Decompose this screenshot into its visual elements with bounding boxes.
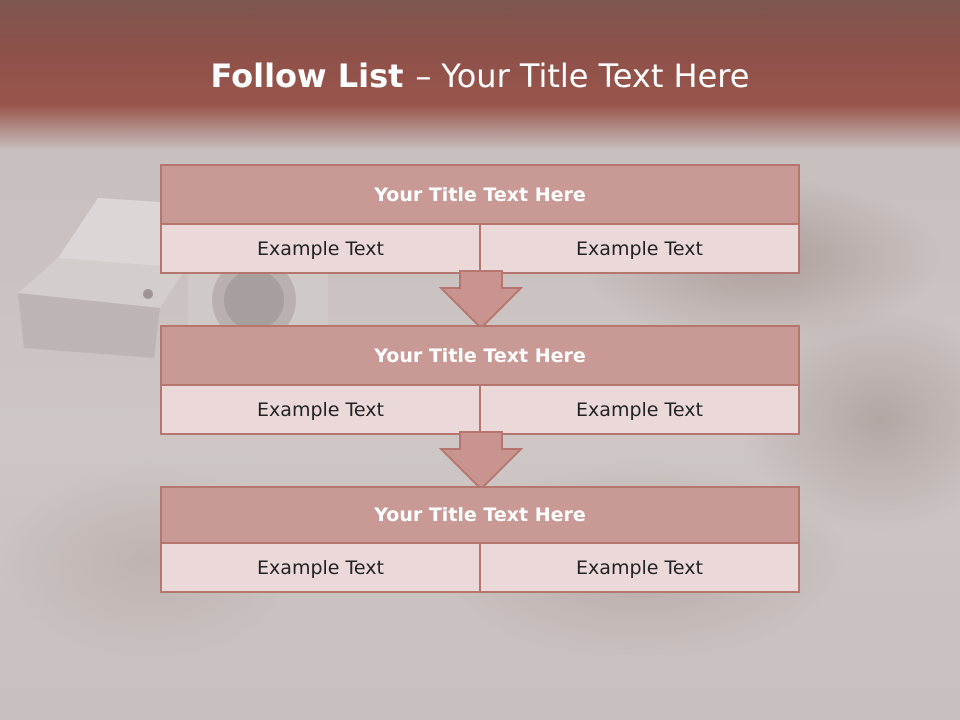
step-cell-right: Example Text (479, 225, 798, 272)
step-title: Your Title Text Here (162, 166, 798, 225)
title-main: Follow List (210, 57, 404, 95)
step-cell-left: Example Text (257, 398, 384, 421)
step-row: Example Text Example Text (162, 544, 798, 591)
step-cell-right: Example Text (479, 544, 798, 591)
title-dash: – (415, 57, 432, 95)
down-arrow-icon (439, 270, 523, 330)
step-row: Example Text Example Text (162, 386, 798, 433)
step-box-1: Your Title Text Here Example Text Exampl… (160, 164, 800, 274)
step-box-2: Your Title Text Here Example Text Exampl… (160, 325, 800, 435)
slide-header (0, 0, 960, 150)
step-cell-left: Example Text (257, 556, 384, 579)
down-arrow-icon (439, 431, 523, 491)
step-cell-right: Example Text (479, 386, 798, 433)
step-title: Your Title Text Here (162, 327, 798, 386)
step-box-3: Your Title Text Here Example Text Exampl… (160, 486, 800, 593)
title-subtitle: Your Title Text Here (441, 57, 750, 95)
step-row: Example Text Example Text (162, 225, 798, 272)
step-cell-left: Example Text (257, 237, 384, 260)
slide-title: Follow List–Your Title Text Here (0, 54, 960, 98)
step-title: Your Title Text Here (162, 488, 798, 544)
